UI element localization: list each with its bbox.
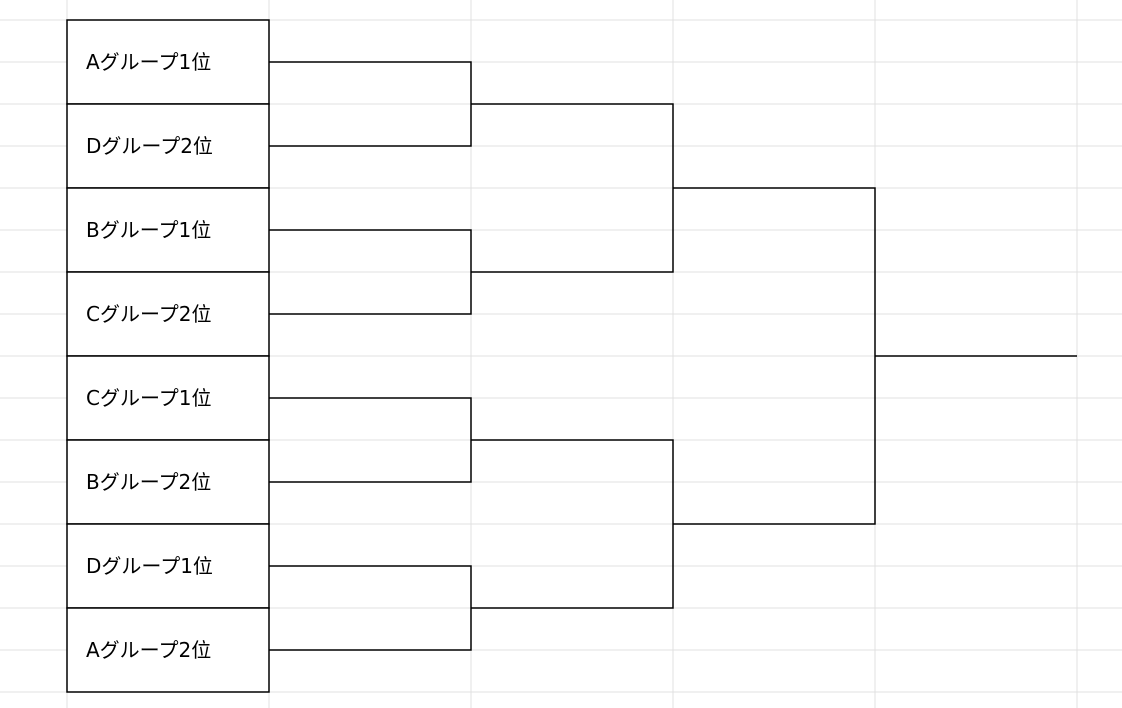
team-cell-5[interactable]: Cグループ1位 [66,355,270,441]
team-label: Aグループ2位 [86,638,211,662]
team-cell-border [66,355,270,441]
team-cell-4[interactable]: Cグループ2位 [66,271,270,357]
team-cell-border [66,187,270,273]
team-label: Dグループ1位 [86,554,213,578]
team-cell-border [66,523,270,609]
team-label: Cグループ1位 [86,386,212,410]
team-cell-border [66,439,270,525]
team-cell-border [66,103,270,189]
team-label: Cグループ2位 [86,302,212,326]
bracket-lines [269,61,1077,651]
team-cells: Aグループ1位 Dグループ2位 Bグループ1位 Cグループ2位 Cグループ1位 … [66,19,270,693]
team-label: Bグループ1位 [86,218,211,242]
team-cell-2[interactable]: Dグループ2位 [66,103,270,189]
team-label: Dグループ2位 [86,134,213,158]
team-cell-border [66,271,270,357]
team-label: Bグループ2位 [86,470,211,494]
team-cell-1[interactable]: Aグループ1位 [66,19,270,105]
team-cell-border [66,19,270,105]
team-cell-3[interactable]: Bグループ1位 [66,187,270,273]
team-label: Aグループ1位 [86,50,211,74]
team-cell-8[interactable]: Aグループ2位 [66,607,270,693]
team-cell-6[interactable]: Bグループ2位 [66,439,270,525]
team-cell-7[interactable]: Dグループ1位 [66,523,270,609]
team-cell-border [66,607,270,693]
